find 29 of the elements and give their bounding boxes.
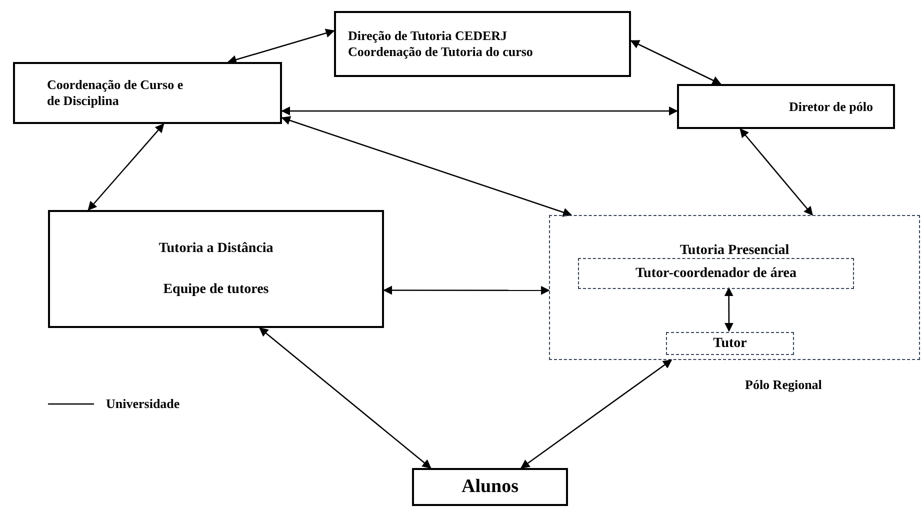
group-caption: Pólo Regional (745, 376, 822, 394)
node-label: Alunos (461, 474, 519, 499)
double-arrow (740, 128, 813, 216)
node-label: Direção de Tutoria CEDERJ (348, 28, 508, 44)
box (13, 62, 282, 124)
legend-label: Universidade (106, 395, 180, 413)
double-arrow (88, 123, 164, 211)
double-arrow (724, 287, 734, 332)
double-arrow (281, 106, 678, 116)
box (334, 11, 631, 77)
double-arrow (258, 327, 432, 469)
box (412, 468, 568, 506)
box (677, 84, 895, 129)
node-label: Coordenação de Tutoria do curso (348, 44, 533, 60)
node-label: Coordenação de Curso e de Disciplina (47, 76, 184, 110)
double-arrow (227, 28, 335, 64)
double-arrow (520, 359, 672, 469)
box (48, 210, 384, 328)
double-arrow (281, 116, 572, 217)
dashed-box (666, 332, 794, 355)
double-arrow (383, 286, 550, 295)
node-label: Tutoria Presencial (680, 242, 790, 260)
dashed-box (578, 258, 854, 289)
node-label: Tutoria a Distância (158, 240, 274, 258)
node-label: Equipe de tutores (163, 281, 269, 299)
node-label: Diretor de pólo (788, 98, 873, 116)
double-arrow (630, 40, 722, 85)
node-label: Tutor (713, 335, 747, 353)
node-label: Tutor-coordenador de área (636, 265, 796, 283)
